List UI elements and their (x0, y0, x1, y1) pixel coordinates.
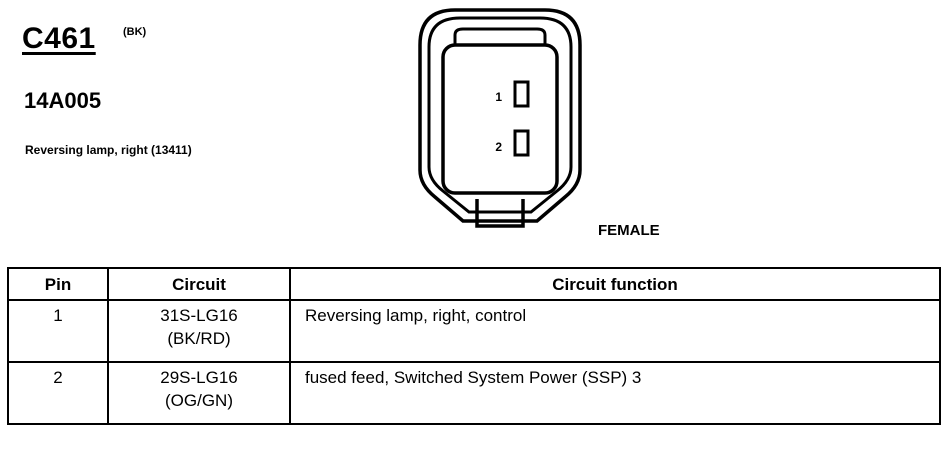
pin-1-label: 1 (495, 90, 502, 104)
pin-cavity-block (441, 43, 559, 195)
pin-1-terminal (513, 80, 530, 108)
cell-circuit: 29S-LG16 (OG/GN) (107, 361, 291, 425)
pin-2-label: 2 (495, 140, 502, 154)
table-row: 1 31S-LG16 (BK/RD) Reversing lamp, right… (7, 299, 941, 363)
circuit-code: 29S-LG16 (160, 368, 238, 387)
connector-face-diagram: 1 2 (418, 8, 582, 228)
connector-color: (BK) (123, 26, 147, 38)
connector-description: Reversing lamp, right (13411) (25, 143, 192, 157)
cell-pin: 2 (7, 361, 109, 425)
header-circuit: Circuit (107, 267, 291, 301)
cell-circuit: 31S-LG16 (BK/RD) (107, 299, 291, 363)
pin-2-terminal (513, 129, 530, 157)
wire-color: (OG/GN) (165, 391, 233, 410)
pin-table: Pin Circuit Circuit function 1 31S-LG16 … (7, 267, 941, 425)
wire-color: (BK/RD) (167, 329, 231, 348)
connector-top-lip (453, 27, 547, 45)
cell-circuit-function: Reversing lamp, right, control (289, 299, 941, 363)
connector-gender-label: FEMALE (598, 222, 660, 239)
connector-inner-housing (427, 16, 573, 214)
connector-outer-housing (418, 8, 582, 223)
part-number: 14A005 (24, 88, 102, 113)
cell-pin: 1 (7, 299, 109, 363)
connector-id: C461 (22, 22, 96, 55)
header-circuit-function: Circuit function (289, 267, 941, 301)
locking-tab (475, 199, 525, 228)
header-pin: Pin (7, 267, 109, 301)
circuit-code: 31S-LG16 (160, 306, 238, 325)
table-row: 2 29S-LG16 (OG/GN) fused feed, Switched … (7, 361, 941, 425)
cell-circuit-function: fused feed, Switched System Power (SSP) … (289, 361, 941, 425)
pin-table-header-row: Pin Circuit Circuit function (7, 267, 941, 301)
